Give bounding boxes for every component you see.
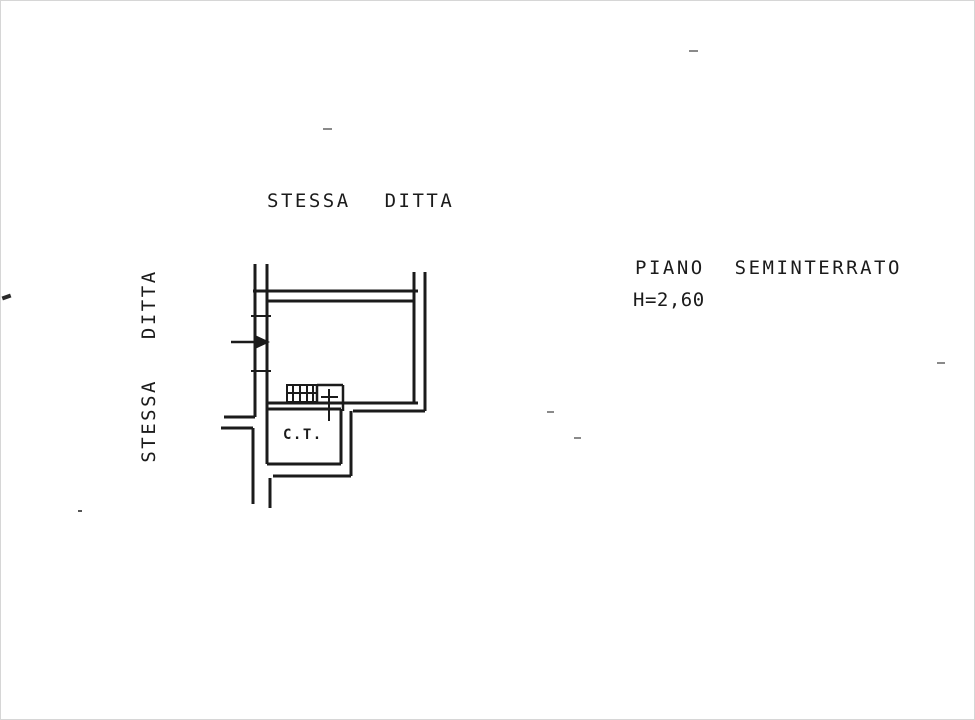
scan-speck — [78, 510, 82, 512]
scan-speck — [547, 411, 554, 413]
entrance-arrow-icon — [231, 335, 270, 349]
left-wall — [253, 264, 269, 464]
right-wall — [412, 272, 427, 411]
flue-mark — [321, 389, 338, 421]
scan-speck — [323, 128, 332, 130]
ceiling-height-label: H=2,60 — [633, 289, 705, 311]
corridor-walls — [221, 415, 272, 508]
scan-speck — [574, 437, 581, 439]
scan-speck — [689, 50, 698, 52]
top-wall — [253, 289, 418, 303]
door-jamb-ticks — [251, 315, 271, 372]
boiler-room-label: C.T. — [283, 427, 323, 443]
adjacent-property-label-top: STESSA DITTA — [267, 190, 455, 212]
scan-speck — [937, 362, 945, 364]
adjacent-property-label-left: STESSA DITTA — [138, 269, 160, 463]
staircase — [286, 384, 318, 403]
floor-name-label: PIANO SEMINTERRATO — [635, 257, 902, 279]
stair-landing — [315, 383, 345, 411]
